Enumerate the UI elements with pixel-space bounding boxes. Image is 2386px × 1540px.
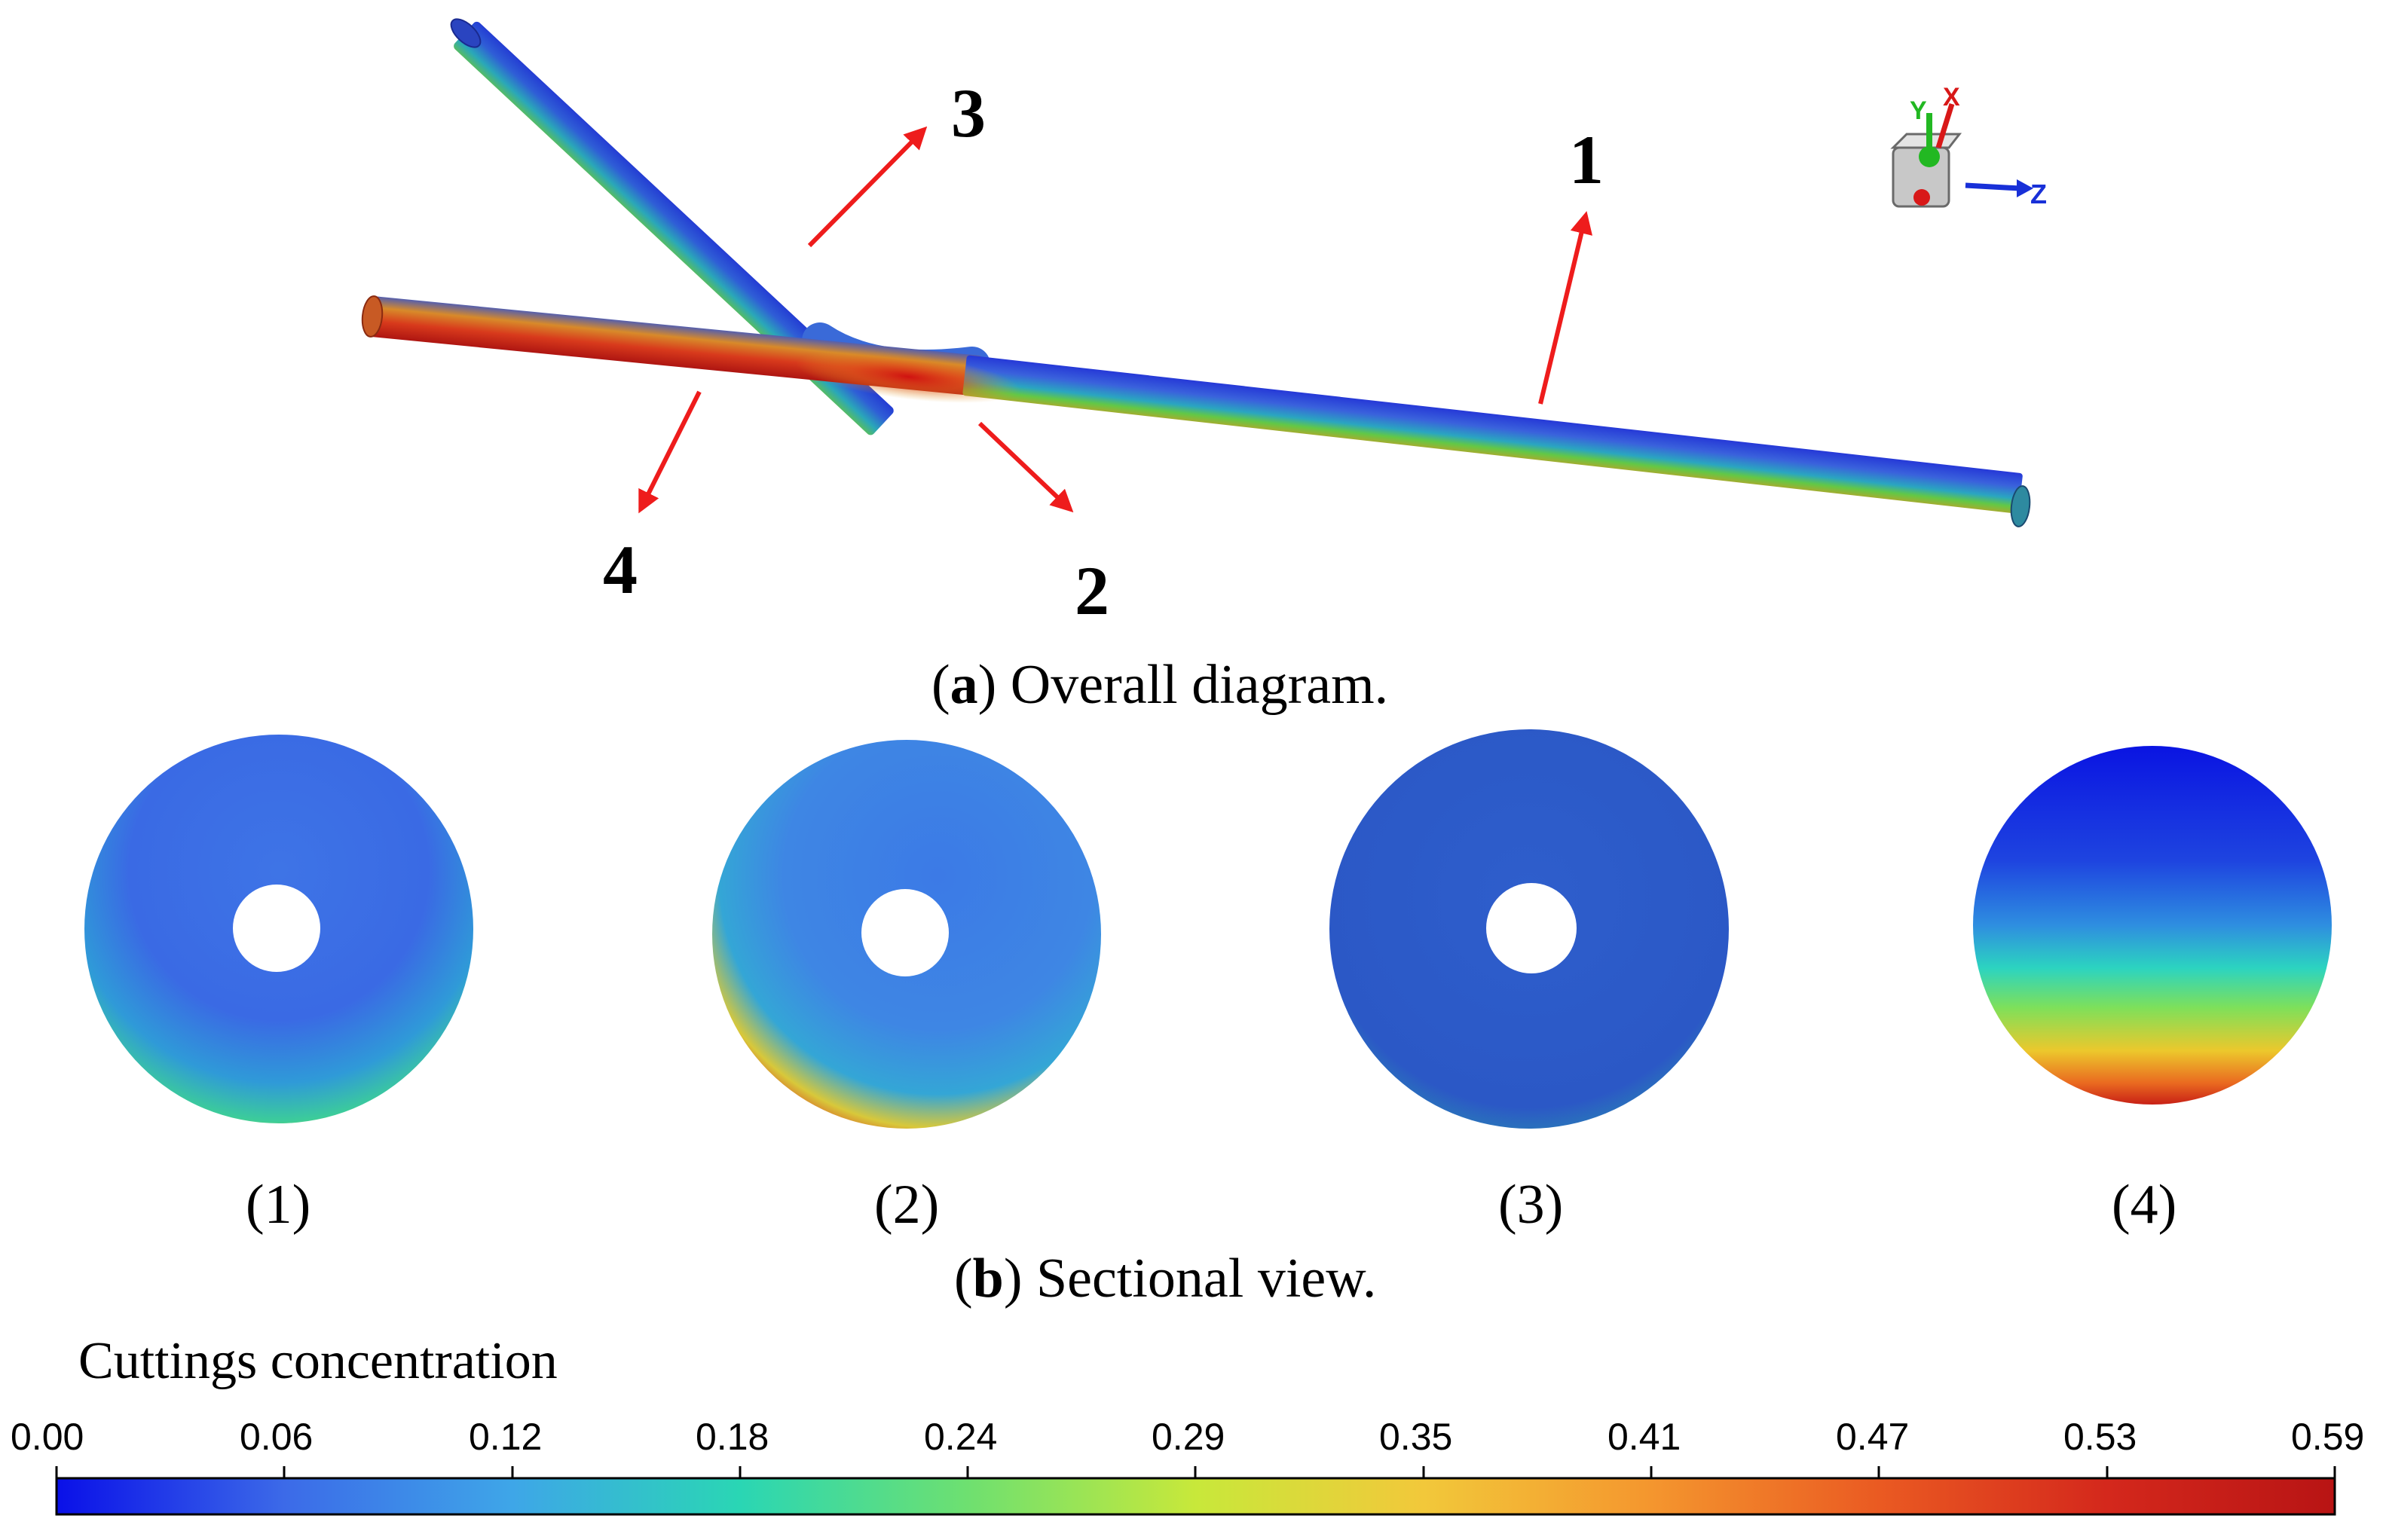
colorbar-title: Cuttings concentration [78,1332,558,1390]
caption-a-text: ) Overall diagram. [977,654,1389,716]
callout-2: 2 [1075,552,1109,629]
triad-label-x: X [1943,83,1960,112]
section-4 [1973,746,2332,1105]
caption-a: (a) Overall diagram. [931,654,1389,716]
branch-pipe [454,21,894,435]
section-1 [84,735,473,1123]
main-pipe-right-end [2010,485,2031,527]
section-label-2: (2) [874,1174,940,1236]
triad-z-arrowhead [2017,179,2033,197]
callout-1: 1 [1569,121,1604,198]
colorbar-tick-label: 0.12 [469,1416,543,1458]
callout-3: 3 [951,75,986,151]
main-pipe-left-end [361,295,384,338]
triad-x-axis [1935,102,1955,149]
caption-b: (b) Sectional view. [954,1248,1377,1309]
triad-z-axis [1965,182,2020,191]
colorbar-tick-label: 0.41 [1607,1416,1681,1458]
section-label-1: (1) [246,1174,311,1236]
colorbar-tick-label: 0.00 [11,1416,84,1458]
main-pipe-right [962,355,2023,514]
section-label-3: (3) [1498,1174,1564,1236]
branch-pipe-end [450,18,482,48]
colorbar-gradient [55,1477,2336,1516]
colorbar-tick-label: 0.24 [924,1416,998,1458]
arrow-4 [638,390,702,514]
arrow-2 [977,421,1074,513]
caption-b-text: ) Sectional view. [1003,1248,1377,1309]
colorbar-tick-label: 0.59 [2291,1416,2365,1458]
junction-hotspot [796,350,1020,403]
section-3-hole [1486,883,1577,973]
section-label-4: (4) [2112,1174,2177,1236]
callout-4: 4 [603,531,638,608]
colorbar-tick-label: 0.29 [1152,1416,1225,1458]
section-3 [1329,729,1729,1129]
colorbar-tick-label: 0.35 [1379,1416,1453,1458]
section-2 [712,740,1101,1129]
triad-green-dot [1919,146,1940,167]
axis-triad: Y X Z [1890,83,2047,209]
colorbar-tick-label: 0.47 [1836,1416,1910,1458]
colorbar [55,1466,2336,1516]
triad-red-dot [1913,189,1930,206]
triad-label-y: Y [1910,96,1927,125]
arrow-3 [807,126,928,248]
pipe-assembly [361,18,2031,527]
colorbar-tick-label: 0.06 [240,1416,314,1458]
colorbar-ticks [55,1466,2336,1478]
section-2-hole [861,889,949,976]
section-1-hole [233,885,320,972]
callout-arrows [638,126,1592,514]
triad-label-z: Z [2030,179,2047,209]
arrow-1 [1538,211,1592,405]
caption-b-letter: b [972,1248,1004,1309]
colorbar-tick-label: 0.18 [696,1416,769,1458]
caption-a-letter: a [950,654,978,716]
colorbar-tick-label: 0.53 [2063,1416,2137,1458]
